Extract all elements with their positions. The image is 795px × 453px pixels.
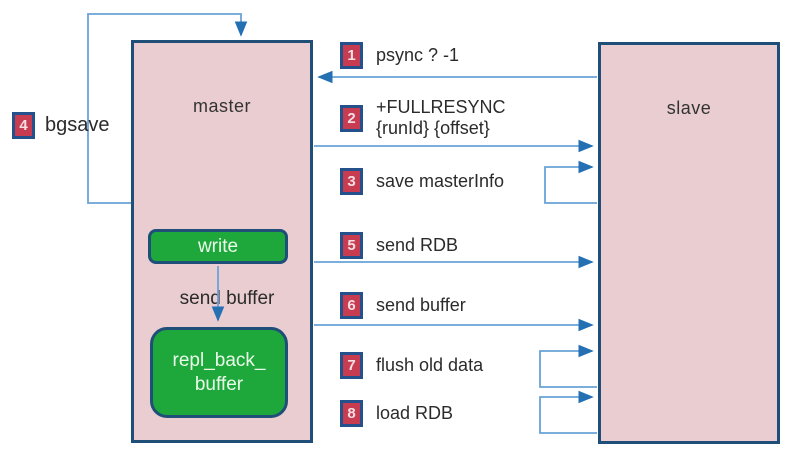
step-8-badge: 8	[340, 399, 363, 427]
step-1-psync: 1 psync ? -1	[340, 41, 459, 69]
step-7-label: flush old data	[376, 354, 484, 375]
step-3-save-masterinfo: 3 save masterInfo	[340, 167, 504, 195]
step-1-label: psync ? -1	[376, 44, 460, 65]
step-5-send-rdb: 5 send RDB	[340, 231, 458, 259]
step-7-flush-old-data: 7 flush old data	[340, 351, 483, 379]
step-5-badge: 5	[340, 231, 363, 259]
step-8-label: load RDB	[376, 402, 454, 423]
repl-back-buffer-node: repl_back_ buffer	[150, 327, 288, 418]
send-buffer-inner-label: send buffer	[179, 288, 275, 309]
step-4-badge: 4	[12, 111, 35, 139]
step-6-label: send buffer	[376, 294, 466, 315]
step-3-label: save masterInfo	[376, 170, 505, 191]
step-2-badge: 2	[340, 104, 363, 132]
repl-back-buffer-label: repl_back_ buffer	[172, 349, 266, 395]
write-node-label: write	[197, 235, 239, 257]
step-2-fullresync: 2 +FULLRESYNC {runId} {offset}	[340, 96, 506, 140]
step-3-badge: 3	[340, 167, 363, 195]
step-4-label: bgsave	[45, 113, 110, 136]
step-5-label: send RDB	[376, 234, 459, 255]
step-6-badge: 6	[340, 291, 363, 319]
step-2-label: +FULLRESYNC {runId} {offset}	[376, 97, 506, 138]
step-7-badge: 7	[340, 351, 363, 379]
step-8-load-rdb: 8 load RDB	[340, 399, 453, 427]
step-6-send-buffer: 6 send buffer	[340, 291, 466, 319]
slave-node: slave	[598, 42, 780, 444]
write-node: write	[148, 229, 288, 264]
slave-node-label: slave	[666, 98, 712, 118]
step-4-bgsave: 4 bgsave	[12, 111, 110, 139]
step-1-badge: 1	[340, 41, 363, 69]
